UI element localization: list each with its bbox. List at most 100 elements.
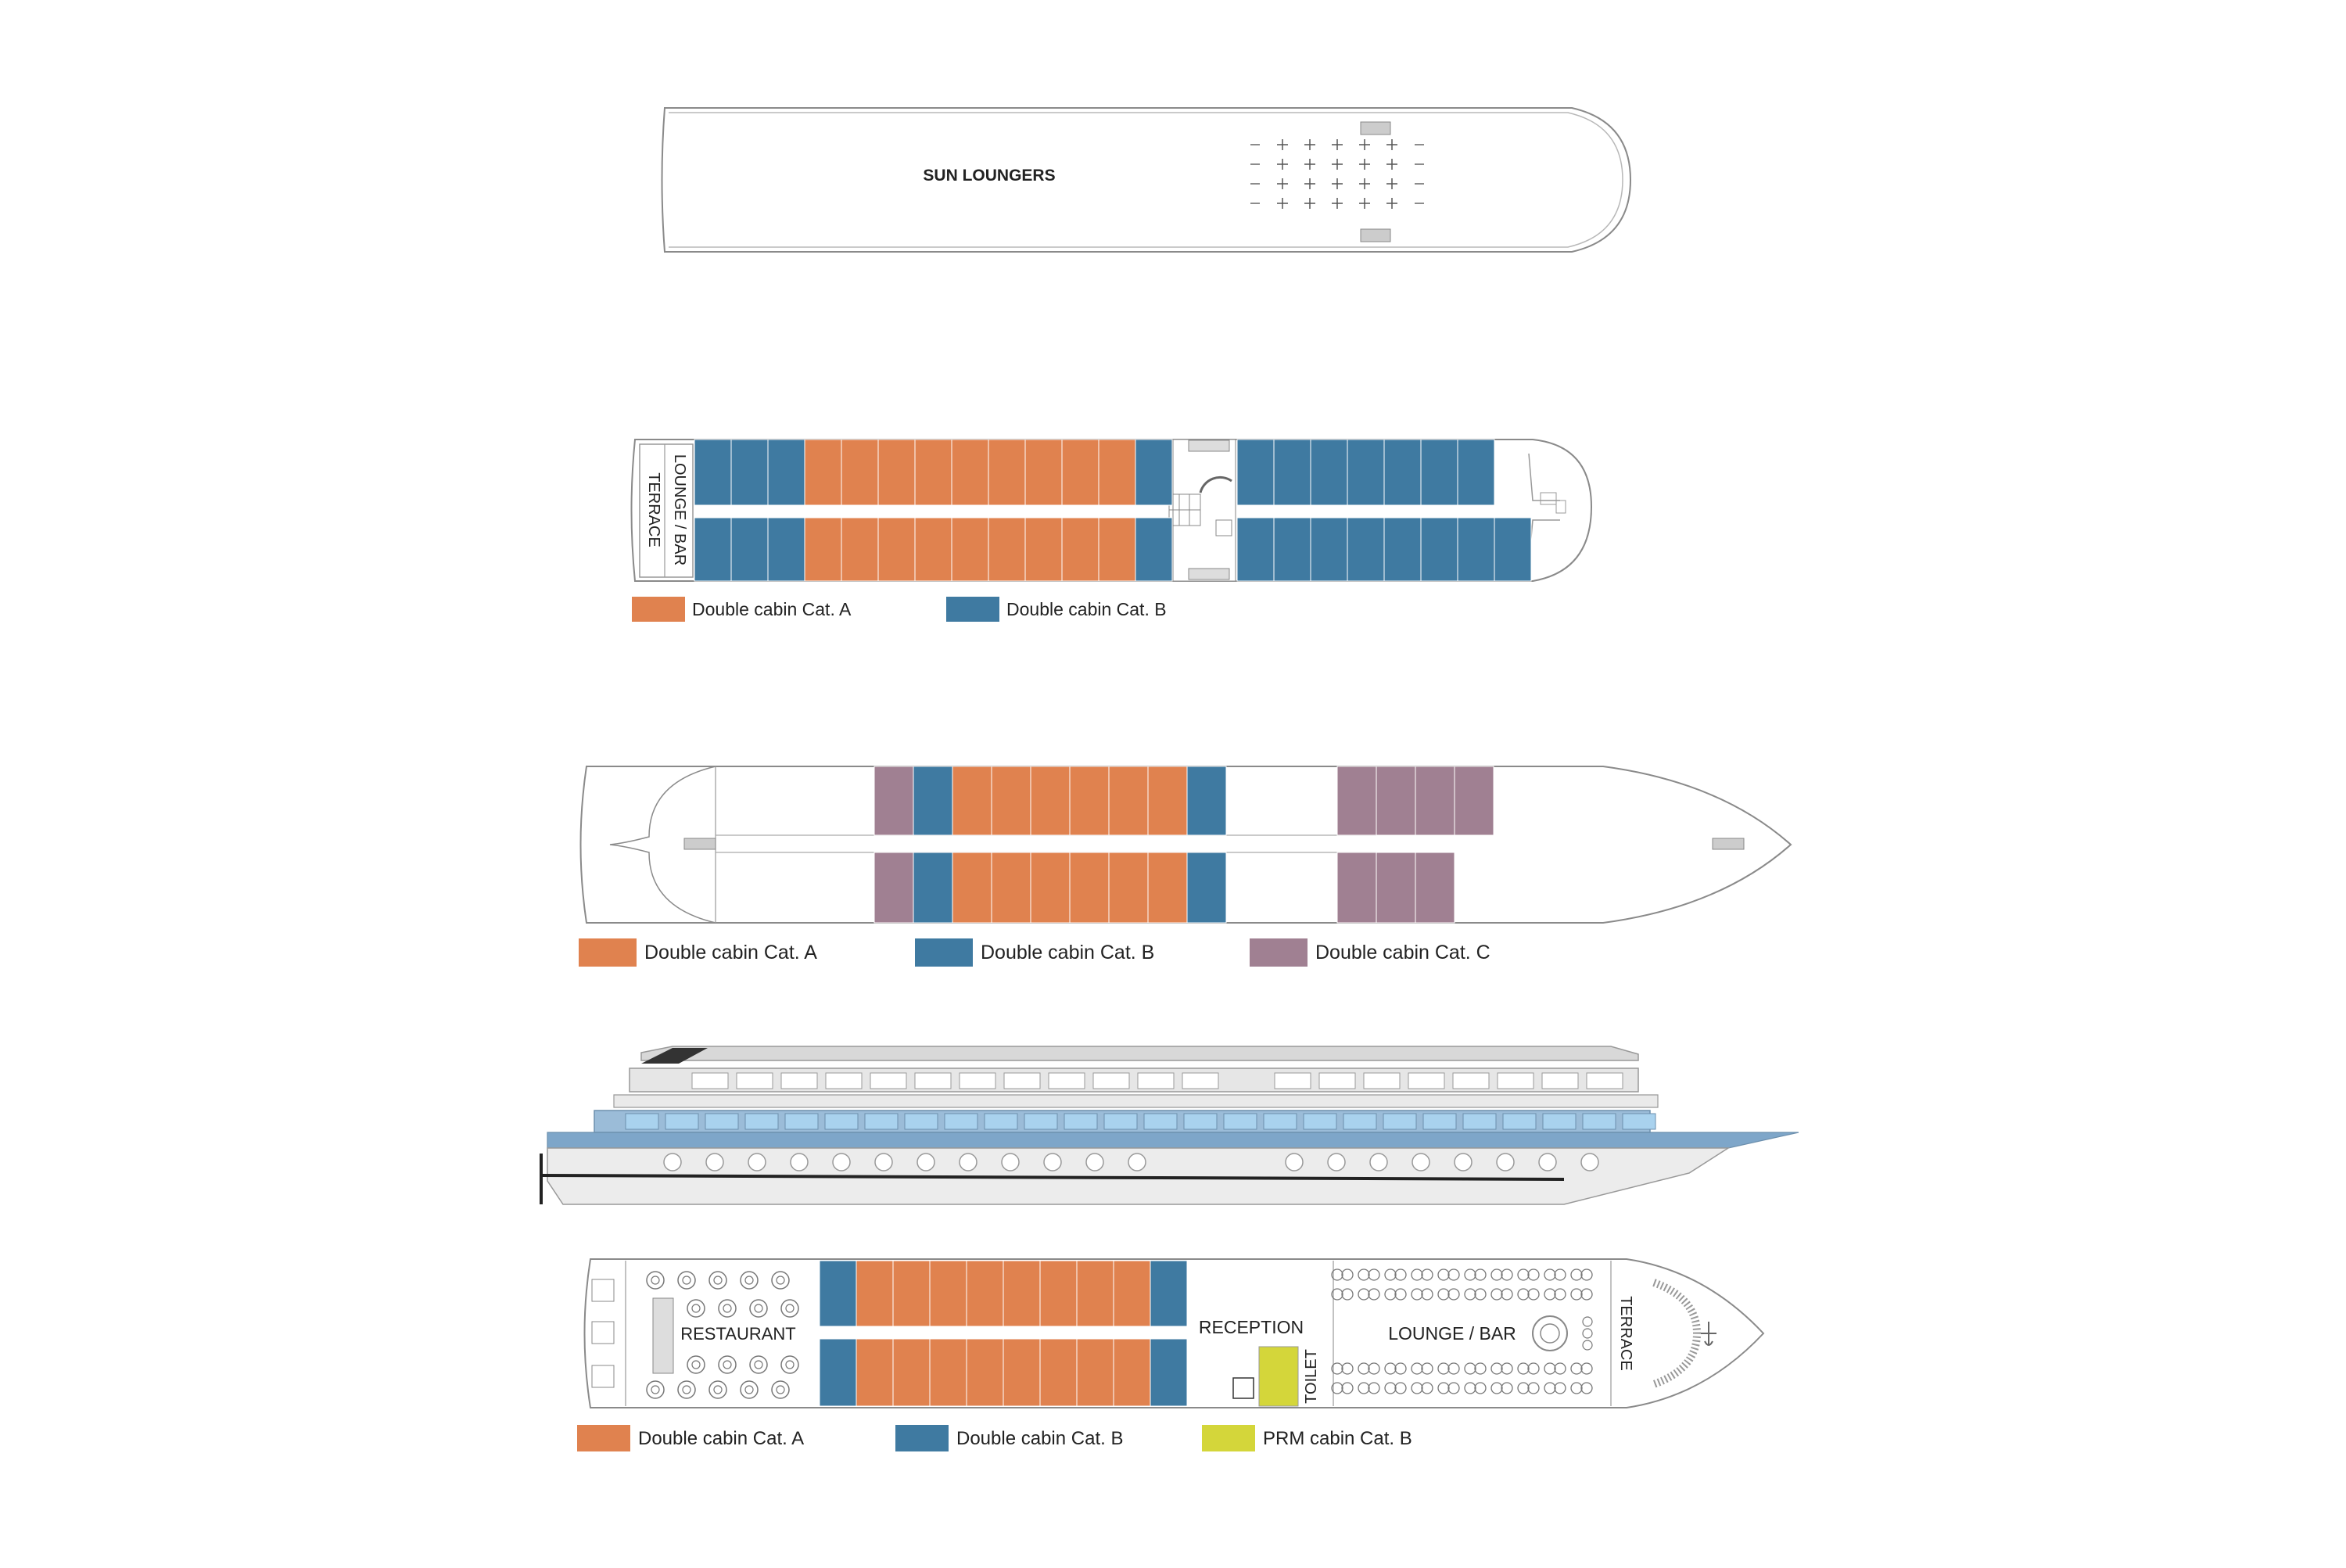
lounge-seat [1544, 1288, 1556, 1301]
dining-table-top [691, 1304, 701, 1313]
legend-label-cat-a: Double cabin Cat. A [692, 599, 852, 619]
lounge-seat [1368, 1288, 1380, 1301]
dining-table [749, 1299, 768, 1318]
porthole [874, 1153, 893, 1172]
cabin-cat-a [951, 439, 989, 506]
lounge-seat [1411, 1268, 1423, 1281]
dining-table [687, 1299, 705, 1318]
cabin-cat-b [1420, 517, 1458, 582]
dining-table [708, 1271, 727, 1290]
cabin-cat-a [988, 517, 1026, 582]
lounge-seat [1474, 1268, 1487, 1281]
main-stair-aft [683, 838, 716, 850]
upper-window [1048, 1072, 1085, 1089]
upper-cabins [694, 439, 1532, 582]
restaurant-label: RESTAURANT [680, 1324, 796, 1344]
lounge-seat [1554, 1268, 1566, 1281]
cabin-window [784, 1113, 819, 1130]
cabin-cat-b [1186, 766, 1227, 836]
cabin-cat-a [1113, 1260, 1151, 1327]
profile-top-deck [640, 1046, 1639, 1061]
sun-lounger [1332, 198, 1343, 209]
lounge-seat [1447, 1362, 1460, 1375]
porthole [1454, 1153, 1473, 1172]
cabin-window [1064, 1113, 1098, 1130]
legend-swatch-cat-c [1250, 938, 1308, 967]
legend-label-cat-a: Double cabin Cat. A [644, 942, 817, 963]
sun-lounger [1332, 139, 1343, 150]
lounge-seat [1474, 1382, 1487, 1394]
cabin-cat-b [1457, 517, 1495, 582]
lounge-seat [1580, 1382, 1593, 1394]
cabin-cat-a [1147, 852, 1188, 924]
sun-lounger [1332, 178, 1343, 189]
cabin-cat-a [1024, 517, 1063, 582]
cabin-cat-b [730, 517, 769, 582]
lounge-seat [1437, 1288, 1450, 1301]
cabin-cat-b [1457, 439, 1495, 506]
porthole [1001, 1153, 1020, 1172]
upper-window [1003, 1072, 1041, 1089]
dining-table [677, 1271, 696, 1290]
lounge-seat [1437, 1268, 1450, 1281]
cabin-cat-a [892, 1260, 931, 1327]
legend-swatch-cat-b [915, 938, 973, 967]
lounge-seat [1368, 1268, 1380, 1281]
porthole [1085, 1153, 1104, 1172]
stern-fixture-2 [591, 1321, 615, 1344]
restaurant-tables [646, 1271, 799, 1399]
cabin-cat-a [951, 517, 989, 582]
cabin-cat-b [1273, 517, 1311, 582]
legend-label-cat-a: Double cabin Cat. A [638, 1428, 804, 1449]
cabin-cat-b [1135, 439, 1173, 506]
cabin-cat-c [873, 852, 914, 924]
porthole [1128, 1153, 1146, 1172]
lounge-seat [1582, 1340, 1593, 1351]
cabin-cat-a [804, 517, 842, 582]
cabin-window [864, 1113, 899, 1130]
cabin-window [824, 1113, 859, 1130]
legend-swatch-prm [1202, 1425, 1255, 1451]
lounge-seat [1437, 1382, 1450, 1394]
lounge-seat [1490, 1268, 1503, 1281]
cabin-cat-a [952, 852, 992, 924]
cabin-window [1263, 1113, 1297, 1130]
toilet-label: TOILET [1303, 1349, 1320, 1404]
lounge-seat [1421, 1382, 1433, 1394]
upper-window [870, 1072, 907, 1089]
dining-table [780, 1299, 799, 1318]
cabin-window [665, 1113, 699, 1130]
cabin-cat-a [966, 1338, 1004, 1407]
lounge-seat [1490, 1382, 1503, 1394]
lounge-seat [1331, 1288, 1343, 1301]
lounge-seat [1464, 1288, 1476, 1301]
dining-table [780, 1355, 799, 1374]
upper-window [1541, 1072, 1579, 1089]
accessible-icon [1232, 1377, 1254, 1399]
profile-deck-rail [613, 1094, 1659, 1108]
sun-lounger [1386, 159, 1397, 170]
lounge-seat [1554, 1362, 1566, 1375]
cabin-window [1422, 1113, 1457, 1130]
cabin-cat-c [1376, 766, 1416, 836]
lounge-seat [1447, 1268, 1460, 1281]
porthole [917, 1153, 935, 1172]
cabin-cat-b [1273, 439, 1311, 506]
lounge-seat [1358, 1288, 1370, 1301]
lounge-seat [1544, 1268, 1556, 1281]
cabin-cat-c [1415, 852, 1455, 924]
ship-side-profile [540, 1046, 1799, 1205]
sun-lounger [1359, 178, 1370, 189]
lounge-seat [1394, 1288, 1407, 1301]
cabin-cat-a [1108, 852, 1149, 924]
cabin-cat-a [1108, 766, 1149, 836]
dining-table-top [744, 1276, 754, 1285]
lounge-seat [1394, 1268, 1407, 1281]
dining-table-top [754, 1360, 763, 1369]
cabin-cat-a [841, 439, 879, 506]
lounge-seat [1570, 1382, 1583, 1394]
cabin-window [1582, 1113, 1616, 1130]
cabin-cat-b [1494, 517, 1532, 582]
cabin-cat-a [892, 1338, 931, 1407]
legend-label-cat-b: Double cabin Cat. B [981, 942, 1154, 963]
